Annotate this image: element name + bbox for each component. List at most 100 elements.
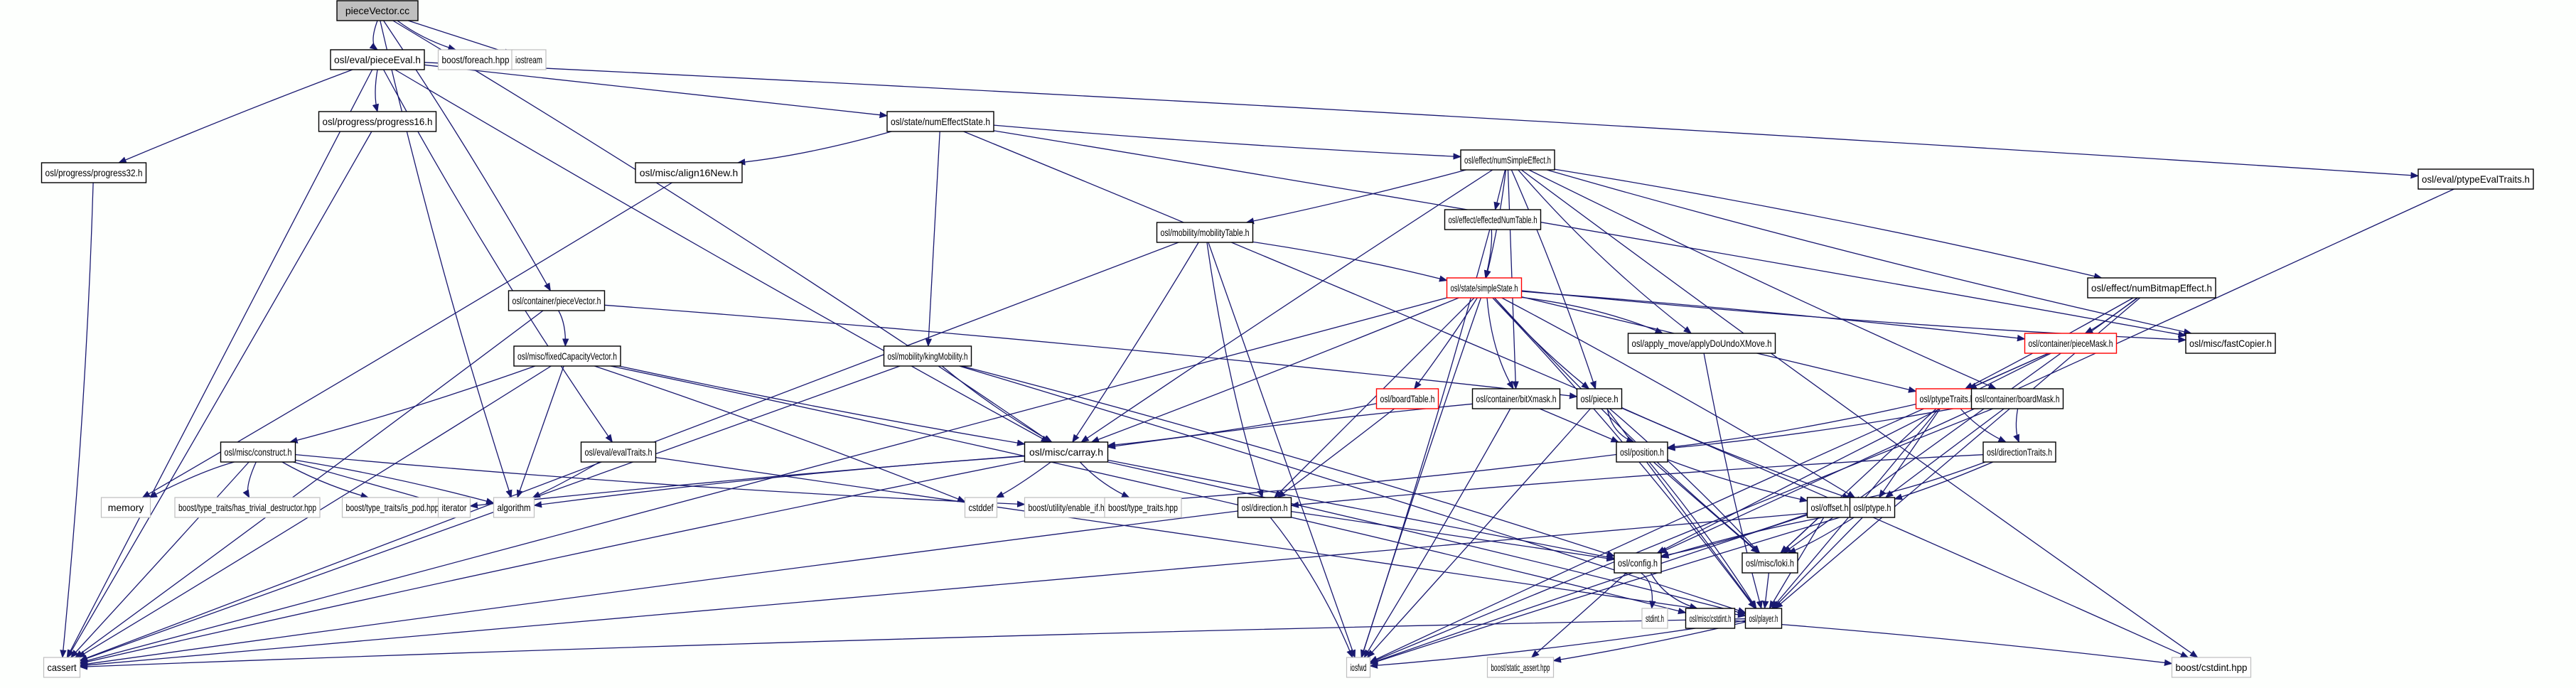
node-ptypeTraits[interactable]: osl/ptypeTraits.h: [1915, 388, 1979, 409]
node-label: osl/misc/carray.h: [1029, 446, 1103, 458]
node-effectedNumTable[interactable]: osl/effect/effectedNumTable.h: [1444, 209, 1542, 230]
edge-kingMobility-to-config: [961, 365, 1616, 557]
node-numSimpleEffect[interactable]: osl/effect/numSimpleEffect.h: [1460, 149, 1555, 171]
node-label: osl/misc/cstdint.h: [1690, 613, 1732, 624]
node-box: [1460, 149, 1555, 171]
node-progress16[interactable]: osl/progress/progress16.h: [318, 111, 437, 132]
edge-position-to-enableIf: [1115, 453, 1617, 506]
node-boostCstdint: boost/cstdint.hpp: [2171, 657, 2252, 678]
node-position[interactable]: osl/position.h: [1616, 441, 1668, 463]
node-bitXmask[interactable]: osl/container/bitXmask.h: [1471, 388, 1561, 409]
node-label: osl/position.h: [1620, 446, 1664, 458]
edge-bitXmask-to-carray: [1107, 403, 1473, 450]
edge-mobilityTable-to-carray: [1072, 242, 1199, 443]
node-label: osl/state/numEffectState.h: [891, 116, 990, 127]
edge-mobilityTable-to-simpleState: [1252, 241, 1448, 282]
node-align16New[interactable]: osl/misc/align16New.h: [635, 162, 743, 183]
edge-pieceEval-to-cassert: [66, 69, 373, 659]
edge-progress32-to-cassert: [60, 182, 94, 659]
node-cstdintH[interactable]: osl/misc/cstdint.h: [1685, 608, 1736, 629]
edge-numEffectState-to-numSimpleEffect: [993, 124, 1462, 160]
edge-position-to-loki: [1653, 461, 1759, 554]
node-label: osl/misc/fixedCapacityVector.h: [517, 350, 617, 362]
edge-pieceEval-to-ptypeEvalTraits: [424, 62, 2420, 179]
edge-direction-to-iosfwd: [1270, 517, 1353, 659]
node-box: [1576, 388, 1623, 409]
node-boardMask[interactable]: osl/container/boardMask.h: [1970, 388, 2064, 409]
node-label: osl/container/bitXmask.h: [1476, 393, 1557, 404]
edges-layer: [60, 20, 2454, 670]
edge-containerPieceVector-to-fixedCapacityVector: [558, 310, 569, 348]
edge-offset-to-loki: [1780, 517, 1820, 554]
edge-piece-to-player: [1606, 408, 1757, 609]
node-box: [1471, 388, 1561, 409]
node-cstddef: cstddef: [964, 497, 998, 518]
node-construct[interactable]: osl/misc/construct.h: [220, 441, 296, 463]
node-offset[interactable]: osl/offset.h: [1806, 497, 1853, 518]
node-box: [330, 49, 425, 70]
edge-progress16-to-cassert: [67, 131, 372, 659]
node-label: osl/eval/ptypeEvalTraits.h: [2422, 173, 2530, 185]
edge-fixedCapacityVector-to-carray: [618, 365, 1026, 446]
node-pieceMask[interactable]: osl/container/pieceMask.h: [2024, 333, 2118, 354]
node-carray[interactable]: osl/misc/carray.h: [1024, 441, 1109, 463]
edge-numSimpleEffect-to-boostCstdint: [1521, 169, 2199, 658]
node-numEffectState[interactable]: osl/state/numEffectState.h: [886, 111, 994, 132]
node-label: iosfwd: [1351, 662, 1367, 673]
node-directionTraits[interactable]: osl/directionTraits.h: [1982, 441, 2056, 463]
node-root[interactable]: pieceVector.cc: [336, 0, 419, 21]
node-box: [1849, 497, 1896, 518]
node-label: osl/state/simpleState.h: [1451, 282, 1518, 294]
edge-carray-to-config: [1107, 459, 1616, 561]
edge-boardMask-to-ptype: [1884, 408, 2005, 498]
node-label: osl/misc/loki.h: [1746, 557, 1794, 569]
node-label: iostream: [515, 54, 542, 65]
node-piece[interactable]: osl/piece.h: [1576, 388, 1623, 409]
node-label: boost/static_assert.hpp: [1491, 662, 1550, 673]
edge-kingMobility-to-player: [959, 365, 1746, 614]
edge-evalTraits-to-player: [655, 456, 1746, 618]
node-config[interactable]: osl/config.h: [1614, 552, 1662, 574]
node-box: [883, 345, 972, 367]
node-box: [1685, 608, 1736, 629]
node-box: [964, 497, 998, 518]
node-boardTable[interactable]: osl/boardTable.h: [1375, 388, 1439, 409]
edge-carray-to-player: [1107, 461, 1746, 616]
node-label: osl/progress/progress16.h: [323, 116, 433, 127]
node-box: [1970, 388, 2064, 409]
node-direction[interactable]: osl/direction.h: [1237, 497, 1292, 518]
node-ptypeEvalTraits[interactable]: osl/eval/ptypeEvalTraits.h: [2417, 168, 2534, 190]
node-label: osl/offset.h: [1811, 502, 1849, 513]
node-progress32[interactable]: osl/progress/progress32.h: [41, 162, 147, 183]
node-kingMobility[interactable]: osl/mobility/kingMobility.h: [883, 345, 972, 367]
node-ptype[interactable]: osl/ptype.h: [1849, 497, 1896, 518]
node-mobilityTable[interactable]: osl/mobility/mobilityTable.h: [1156, 222, 1254, 243]
node-label: boost/type_traits/has_trivial_destructor…: [178, 502, 316, 513]
edge-fixedCapacityVector-to-cstdintH: [610, 365, 1687, 615]
node-simpleState[interactable]: osl/state/simpleState.h: [1446, 277, 1523, 299]
node-label: osl/boardTable.h: [1380, 393, 1435, 404]
node-loki[interactable]: osl/misc/loki.h: [1742, 552, 1798, 574]
edge-piece-to-loki: [1609, 408, 1761, 554]
node-box: [1156, 222, 1254, 243]
node-fastCopier[interactable]: osl/misc/fastCopier.h: [2185, 333, 2276, 354]
edge-kingMobility-to-carray: [941, 365, 1053, 443]
node-label: boost/cstdint.hpp: [2176, 662, 2248, 673]
node-label: osl/effect/numBitmapEffect.h: [2091, 282, 2212, 294]
node-player[interactable]: osl/player.h: [1744, 608, 1783, 629]
node-pieceEval[interactable]: osl/eval/pieceEval.h: [330, 49, 425, 70]
node-evalTraits[interactable]: osl/eval/evalTraits.h: [580, 441, 657, 463]
node-applyDoUndoXMove[interactable]: osl/apply_move/applyDoUndoXMove.h: [1627, 333, 1776, 354]
edge-containerPieceVector-to-cassert: [74, 310, 544, 658]
node-fixedCapacityVector[interactable]: osl/misc/fixedCapacityVector.h: [513, 345, 621, 367]
node-enableIf: boost/utility/enable_if.hpp: [1024, 497, 1117, 518]
node-label: pieceVector.cc: [345, 5, 409, 16]
edge-construct-to-hasTrivialDestructor: [242, 461, 257, 499]
edge-ptypeTraits-to-ptype: [1878, 408, 1941, 498]
node-containerPieceVector[interactable]: osl/container/pieceVector.h: [508, 290, 606, 311]
node-label: osl/mobility/kingMobility.h: [888, 350, 968, 362]
edge-numSimpleEffect-to-carray: [1080, 169, 1493, 443]
node-box: [174, 497, 321, 518]
node-numBitmapEffect[interactable]: osl/effect/numBitmapEffect.h: [2087, 277, 2216, 299]
node-box: [580, 441, 657, 463]
